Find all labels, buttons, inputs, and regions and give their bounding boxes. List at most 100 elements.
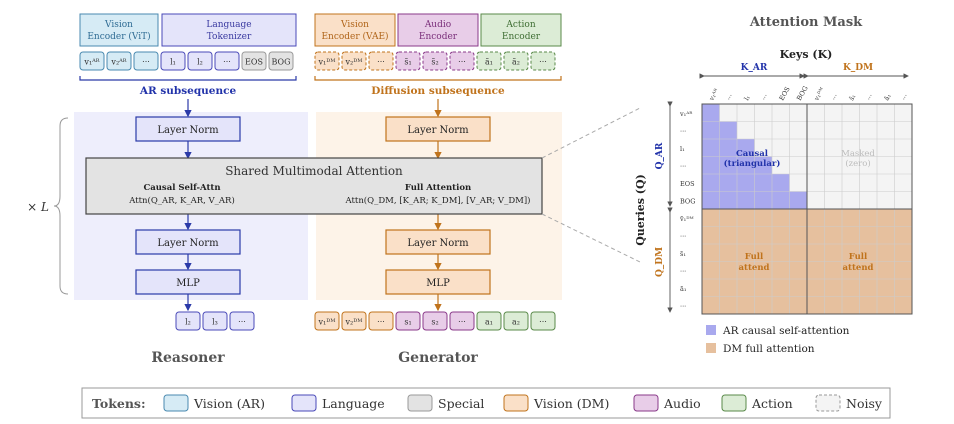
causal-cell <box>719 139 737 157</box>
full-attn-title: Full Attention <box>405 183 471 193</box>
token-label: ··· <box>458 318 466 327</box>
token-label: l₂ <box>185 318 191 327</box>
mask-row-label: ṽ₁ᴰᴹ <box>679 215 694 223</box>
audio-encoder-box: Audio Encoder <box>397 13 479 47</box>
mask-title: Attention Mask <box>749 15 863 30</box>
k-dm-label: K_DM <box>843 63 873 73</box>
masked-label-line2: (zero) <box>845 158 870 169</box>
token <box>187 51 213 71</box>
layer-norm-bottom-right-label: Layer Norm <box>407 238 469 249</box>
mask-row-label: ã₁ <box>680 285 687 293</box>
shared-attention-box: Shared Multimodal Attention Causal Self-… <box>85 157 543 215</box>
mask-row-label: l₁ <box>680 145 685 153</box>
token <box>314 51 340 71</box>
token <box>395 51 421 71</box>
action-encoder-box: Action Encoder <box>480 13 562 47</box>
legend-item-label: Vision (AR) <box>193 396 265 411</box>
token <box>79 51 105 71</box>
token-label: ã₁ <box>485 58 493 67</box>
vision-ar-encoder-box: Vision Encoder (ViT) <box>79 13 159 47</box>
mask-row-label: EOS <box>680 180 695 188</box>
mask-column-label: ··· <box>830 93 840 102</box>
legend-swatch <box>163 394 189 412</box>
token-label: ··· <box>377 58 385 67</box>
language-tokenizer-box: Language Tokenizer <box>161 13 297 47</box>
causal-cell <box>719 174 737 192</box>
token-label: l₂ <box>197 58 203 67</box>
causal-attn-title: Causal Self-Attn <box>143 183 220 193</box>
tokens-legend-frame <box>81 387 891 419</box>
causal-cell <box>754 156 772 174</box>
token-label: v₂ᴬᴿ <box>110 58 126 67</box>
shared-attention-title: Shared Multimodal Attention <box>225 164 403 178</box>
action-encoder-line1: Action <box>505 20 535 30</box>
causal-cell <box>772 174 790 192</box>
mask-column-label: EOS <box>778 85 792 102</box>
full-label-left-line2: attend <box>739 263 770 273</box>
masked-label-line1: Masked <box>841 149 875 159</box>
action-encoder-line2: Encoder <box>502 32 541 42</box>
ar-subsequence-brace <box>79 76 297 81</box>
token-label: s̃₁ <box>404 58 411 67</box>
causal-cell <box>702 191 720 209</box>
token-label: s₂ <box>431 318 438 327</box>
token-label: BOG <box>272 58 291 67</box>
layer-norm-top-left-label: Layer Norm <box>157 125 219 136</box>
token <box>422 51 448 71</box>
legend-swatch <box>815 394 841 412</box>
legend-item-label: Language <box>322 396 385 411</box>
mask-column-label: v₁ᴬᴿ <box>707 87 721 103</box>
token <box>202 311 228 331</box>
token <box>368 311 394 331</box>
causal-cell <box>754 174 772 192</box>
causal-label-line1: Causal <box>736 149 769 159</box>
full-label-left-line1: Full <box>745 252 764 262</box>
mlp-left: MLP <box>135 269 241 295</box>
legend-dm-label: DM full attention <box>723 343 815 355</box>
queries-label: Queries (Q) <box>634 174 647 246</box>
token-label: a₂ <box>512 318 520 327</box>
mlp-right-label: MLP <box>426 278 450 289</box>
language-tokenizer-line1: Language <box>206 20 251 30</box>
causal-cell <box>772 191 790 209</box>
token <box>341 51 367 71</box>
token <box>268 51 294 71</box>
causal-cell <box>737 191 755 209</box>
vision-dm-encoder-box: Vision Encoder (VAE) <box>314 13 396 47</box>
token-label: v₁ᴬᴿ <box>83 58 99 67</box>
token-label: s₁ <box>404 318 411 327</box>
mask-row-label: ··· <box>680 162 686 170</box>
mask-column-label: ··· <box>865 93 875 102</box>
token-label: a₁ <box>485 318 493 327</box>
layer-norm-top-right: Layer Norm <box>385 116 491 142</box>
ar-subsequence-label: AR subsequence <box>139 85 237 97</box>
mask-column-label: v₁ᴰᴹ <box>812 86 826 103</box>
token <box>449 51 475 71</box>
legend-dm-swatch <box>706 343 716 353</box>
token <box>395 311 421 331</box>
legend-swatch <box>407 394 433 412</box>
vision-ar-encoder-line1: Vision <box>104 20 133 30</box>
causal-cell <box>754 191 772 209</box>
audio-encoder-line2: Encoder <box>419 32 458 42</box>
q-ar-label: Q_AR <box>655 142 665 169</box>
mask-column-label: ã₁ <box>883 92 893 102</box>
legend-item-label: Noisy <box>846 396 883 411</box>
legend-swatch <box>503 394 529 412</box>
mask-row-label: BOG <box>680 197 695 205</box>
token <box>530 51 556 71</box>
token-label: l₃ <box>212 318 218 327</box>
k-ar-label: K_AR <box>741 63 768 73</box>
mask-column-label: ··· <box>900 93 910 102</box>
token-label: ··· <box>238 318 246 327</box>
token <box>214 51 240 71</box>
layer-norm-bottom-left-label: Layer Norm <box>157 238 219 249</box>
token <box>341 311 367 331</box>
full-attn-formula: Attn(Q_DM, [K_AR; K_DM], [V_AR; V_DM]) <box>345 195 531 206</box>
token-label: v₁ᴰᴹ <box>318 58 336 67</box>
causal-cell <box>702 121 720 139</box>
mlp-right: MLP <box>385 269 491 295</box>
